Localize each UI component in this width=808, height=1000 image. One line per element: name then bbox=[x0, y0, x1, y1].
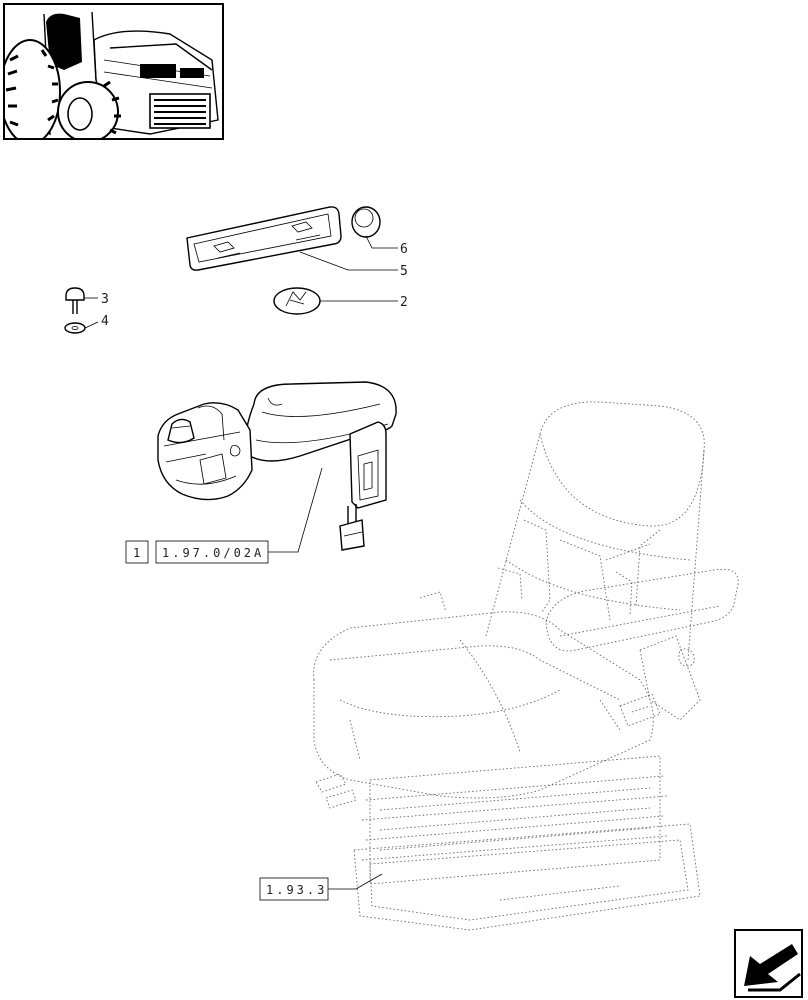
seat-ref-code: 1.93.3 bbox=[266, 883, 327, 897]
part-6-plug bbox=[351, 206, 381, 238]
next-page-arrow-icon[interactable] bbox=[734, 929, 803, 998]
armrest-assembly bbox=[157, 381, 397, 551]
part-4-washer bbox=[64, 322, 86, 334]
armrest-reference-callout[interactable]: 1 1.97.0/02A bbox=[125, 467, 323, 564]
armrest-qty: 1 bbox=[133, 546, 143, 560]
part-2-badge bbox=[273, 287, 321, 315]
seat-assembly-ghost bbox=[313, 401, 739, 931]
callout-3: 3 bbox=[101, 292, 110, 307]
tractor-thumbnail-icon[interactable] bbox=[0, 3, 224, 144]
leader-lines bbox=[84, 235, 398, 329]
callout-5: 5 bbox=[400, 264, 409, 279]
callout-2: 2 bbox=[400, 295, 409, 310]
part-5-pad bbox=[186, 206, 342, 271]
seat-reference-callout[interactable]: 1.93.3 bbox=[259, 873, 383, 901]
part-3-screw bbox=[65, 287, 85, 314]
callout-6: 6 bbox=[400, 242, 409, 257]
callout-4: 4 bbox=[101, 314, 110, 329]
armrest-ref-code: 1.97.0/02A bbox=[162, 546, 264, 560]
